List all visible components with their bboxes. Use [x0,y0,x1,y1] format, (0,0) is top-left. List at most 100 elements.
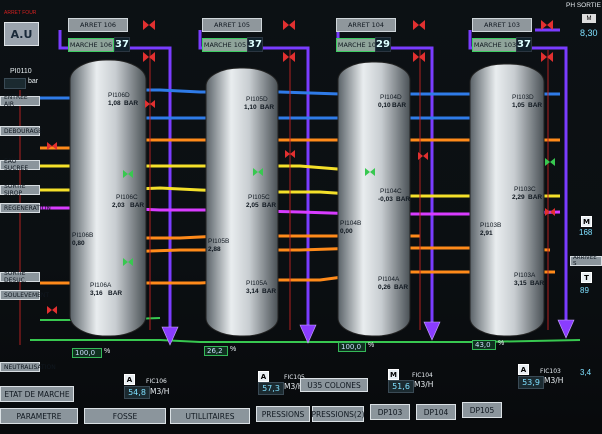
pressions-button[interactable]: PRESSIONS [256,406,310,422]
fic106-value: 54,8 [124,386,150,399]
pi105d-label: PI105D [246,96,268,103]
pi105b-value: 2,88 [208,246,221,253]
pi105c-value: 2,05 [246,202,259,209]
label-regeneration: REGENERATION [0,203,51,213]
pi104a-value: 0,26 [378,284,391,291]
ph-value: 8,30 [580,28,598,38]
pi106a-label: PI106A [90,282,112,289]
mode-103-flag[interactable]: A [518,364,529,375]
pi103b-value: 2,91 [480,230,493,237]
level-106: 100,0 [72,348,102,358]
right-ph-bottom: 3,4 [580,368,592,377]
label-soulevement: SOULEVEMENT [0,290,49,300]
pi105a-unit: BAR [262,288,277,295]
pi104b-label: PI104B [340,220,362,227]
pi103b-label: PI103B [480,222,502,229]
arret-106-button[interactable]: ARRET 106 [68,18,128,32]
pi106a-value: 3,16 [90,290,103,297]
marche-103-button[interactable]: MARCHE 103 [472,38,518,52]
fosse-button[interactable]: FOSSE [84,408,166,424]
mode-106-flag[interactable]: A [124,374,135,385]
pi104c-unit: BAR [396,196,411,203]
pi103d-unit: BAR [528,102,543,109]
marche-106-button[interactable]: MARCHE 106 [68,38,114,52]
arret-104-button[interactable]: ARRET 104 [336,18,396,32]
label-sortie-sirop: SORTIE SIROP [0,183,40,197]
u35-colones-button[interactable]: U35 COLONES [300,378,368,392]
pi110-unit: bar [28,78,39,85]
pressions2-button[interactable]: PRESSIONS(2) [311,406,365,422]
mode-105-flag[interactable]: A [258,371,269,382]
level-104-pct: % [368,342,375,349]
pi103a-label: PI103A [514,272,536,279]
fic105-label: FIC105 [284,374,305,381]
right-value-1: 168 [579,228,593,237]
pi106b-value: 0,80 [72,240,85,247]
vessel-105 [205,67,279,337]
label-eau-sucree: EAU SUCREE [0,158,40,172]
vessel-103 [469,63,545,337]
pi104d-unit: BAR [392,102,407,109]
pi105d-unit: BAR [260,104,275,111]
vessel-104 [337,61,411,337]
pi105a-value: 3,14 [246,288,259,295]
label-sortie-desuc: SORTIE DESUC. [0,270,40,284]
arret-105-button[interactable]: ARRET 105 [202,18,262,32]
arret-103-button[interactable]: ARRET 103 [472,18,532,32]
ph-mode-flag[interactable]: M [582,14,596,23]
open-valve-symbols [123,158,555,266]
utillitaires-button[interactable]: UTILLITAIRES [170,408,250,424]
ph-sortie-label: PH SORTIE [566,2,601,9]
pi103d-value: 1,05 [512,102,525,109]
count-106: 37 [114,37,130,52]
pi104d-value: 0,10 [378,102,391,109]
pi103c-unit: BAR [528,194,543,201]
pi104c-label: PI104C [380,188,402,195]
pi103a-value: 3,15 [514,280,527,287]
count-103: 37 [516,37,532,52]
pi106d-label: PI106D [108,92,130,99]
column-vessels [69,59,545,337]
top-alarm-label: ARRET FOUR [4,10,37,16]
au-button[interactable]: A.U [4,22,39,46]
right-mode-flag-m[interactable]: M [581,216,592,227]
pi106a-unit: BAR [108,290,123,297]
fic103-unit: M3/H [544,376,564,385]
right-value-2: 89 [580,286,589,295]
parametre-button[interactable]: PARAMETRE [0,408,78,424]
count-105: 37 [247,37,263,52]
fic103-value: 53,9 [518,376,544,389]
label-arrivee: ARRIVEE S [570,255,602,267]
level-104: 100,0 [338,342,366,352]
pi105d-value: 1,10 [244,104,257,111]
pi106d-unit: BAR [124,100,139,107]
mode-104-flag[interactable]: M [388,369,399,380]
right-mode-flag-t[interactable]: T [581,272,592,283]
pi110-value-box [4,78,26,89]
pi105b-label: PI105B [208,238,230,245]
level-103: 43,0 [472,340,496,350]
count-104: 29 [375,37,391,52]
pi104b-value: 0,00 [340,228,353,235]
fic104-unit: M3/H [414,380,434,389]
marche-105-button[interactable]: MARCHE 105 [202,38,248,52]
level-105-pct: % [230,346,237,353]
pi104a-unit: BAR [394,284,409,291]
label-entree-air: ENTREE AIR [0,94,40,108]
etat-de-marche-button[interactable]: ETAT DE MARCHE [0,386,74,402]
dp104-button[interactable]: DP104 [416,404,456,420]
pi106c-unit: BAR [130,202,145,209]
dp103-button[interactable]: DP103 [370,404,410,420]
dp105-button[interactable]: DP105 [462,402,502,418]
pi104c-value: -0,03 [378,196,393,203]
pi106b-label: PI106B [72,232,94,239]
pi105c-label: PI105C [248,194,270,201]
pi103d-label: PI103D [512,94,534,101]
pi103c-value: 2,29 [512,194,525,201]
fic105-unit: M3/H [284,382,304,391]
pi110-label: PI0110 [10,68,32,75]
fic104-value: 51,6 [388,380,414,393]
fic103-label: FIC103 [540,368,561,375]
